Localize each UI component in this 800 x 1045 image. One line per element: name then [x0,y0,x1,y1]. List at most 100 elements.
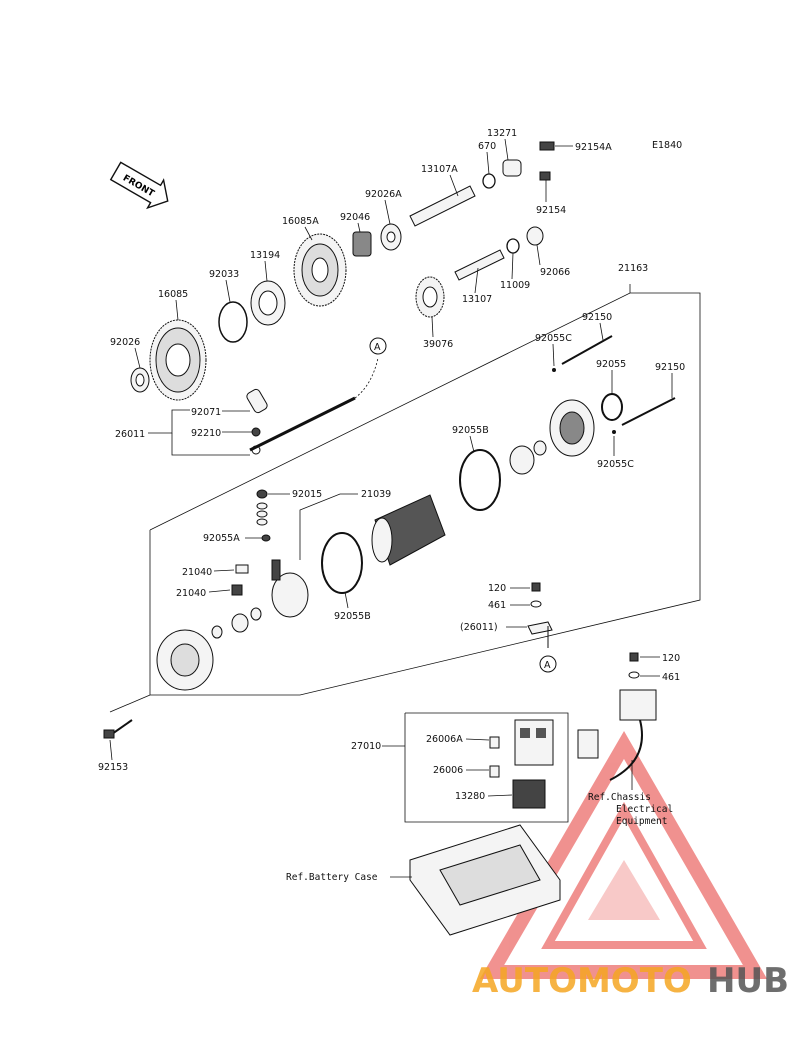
dot-92055C-top [552,368,556,372]
label-92046: 92046 [340,212,370,223]
brush-21040 [231,564,249,596]
oring-92055B-bottom [321,532,363,594]
label-16085A: 16085A [282,216,319,227]
starter-idler-gear-16085 [149,319,207,401]
terminal-lead-26011 [246,388,356,455]
label-26011: 26011 [115,429,145,440]
brush-holder [271,559,309,618]
label-39076: 39076 [423,339,453,350]
circlip-92033 [218,301,248,343]
bearing-13194 [250,280,286,326]
label-92150-b: 92150 [655,362,685,373]
assembly-frame [149,292,701,696]
ref-marker-a-top: A [374,342,381,353]
ref-marker-a-bottom: A [544,660,551,671]
terminal-26011-ref [527,621,553,648]
label-21163: 21163 [618,263,648,274]
label-13271: 13271 [487,128,517,139]
label-27010: 27010 [351,741,381,752]
label-461-a: 461 [488,600,506,611]
watermark-automoto: AUTOMOTO [472,961,692,1001]
shaft-13107A [409,185,476,227]
label-92066: 92066 [540,267,570,278]
label-120-b: 120 [662,653,680,664]
front-cover [549,399,595,457]
relay-cover-13280 [512,779,546,809]
ref-battery-case: Ref.Battery Case [286,872,378,883]
shaft-13107 [454,249,505,281]
fuse-26006A [489,736,500,749]
ref-chassis-line2: Electrical [616,804,673,815]
washer-461-a [530,600,542,608]
washer-92026 [130,367,150,393]
front-arrow-icon: FRONT [109,161,169,210]
label-13194: 13194 [250,250,280,261]
nut-92015-stack [256,489,271,542]
bolt-92150-b [621,397,676,426]
connector-harness [577,689,657,781]
label-92015: 92015 [292,489,322,500]
label-92055: 92055 [596,359,626,370]
label-92055B-top: 92055B [452,425,489,436]
label-21040-a: 21040 [182,567,212,578]
washer-small [211,625,223,639]
label-92154: 92154 [536,205,566,216]
label-11009: 11009 [500,280,530,291]
part-labels: 13271 670 92154A 13107A 92154 92026A 920… [98,128,685,883]
bolt-92153 [103,719,133,739]
starter-relay-27010 [514,719,554,766]
label-26011-ref: (26011) [460,622,498,633]
oring-11009 [506,238,520,254]
label-92154A: 92154A [575,142,612,153]
diagram-code: E1840 [652,140,682,151]
label-92055A: 92055A [203,533,240,544]
label-92055C-top: 92055C [535,333,572,344]
oring-670 [482,173,496,189]
needle-bearing-92046 [352,231,372,257]
gear-16085A [293,233,347,307]
watermark-logo [479,731,768,979]
bearing-small [231,613,249,633]
label-16085: 16085 [158,289,188,300]
label-13107A: 13107A [421,164,458,175]
battery-case [409,824,561,936]
label-92210: 92210 [191,428,221,439]
end-cover [156,629,214,691]
washer-mid [533,440,547,456]
label-92026A: 92026A [365,189,402,200]
oring-92055B-top [459,449,501,511]
label-670: 670 [478,141,496,152]
label-21039: 21039 [361,489,391,500]
plate-13271 [502,159,522,177]
bolt-120-a [531,582,541,592]
label-26006A: 26006A [426,734,463,745]
bearing-mid [509,445,535,475]
label-92153: 92153 [98,762,128,773]
label-92071: 92071 [191,407,221,418]
oring-92055 [601,393,623,421]
bolt-92154A [539,141,555,151]
label-26006: 26006 [433,765,463,776]
washer-461-b [628,671,640,679]
ref-chassis-line1: Ref.Chassis [588,792,651,803]
label-13107: 13107 [462,294,492,305]
relay-frame [404,712,569,823]
armature-21039 [371,494,446,566]
bolt-120-b [629,652,639,662]
label-120-a: 120 [488,583,506,594]
bolt-92150-a [561,335,613,365]
washer-92026A [380,223,402,251]
washer-small-2 [250,607,262,621]
dot-92055C-bot [612,430,616,434]
label-13280: 13280 [455,791,485,802]
label-92055C-bottom: 92055C [597,459,634,470]
fuse-26006 [489,765,500,778]
label-92026: 92026 [110,337,140,348]
label-461-b: 461 [662,672,680,683]
label-92033: 92033 [209,269,239,280]
bolt-92154 [539,171,551,181]
watermark-text: AUTOMOTO HUB [472,961,789,1001]
label-92055B-bottom: 92055B [334,611,371,622]
seal-92066 [526,226,544,246]
